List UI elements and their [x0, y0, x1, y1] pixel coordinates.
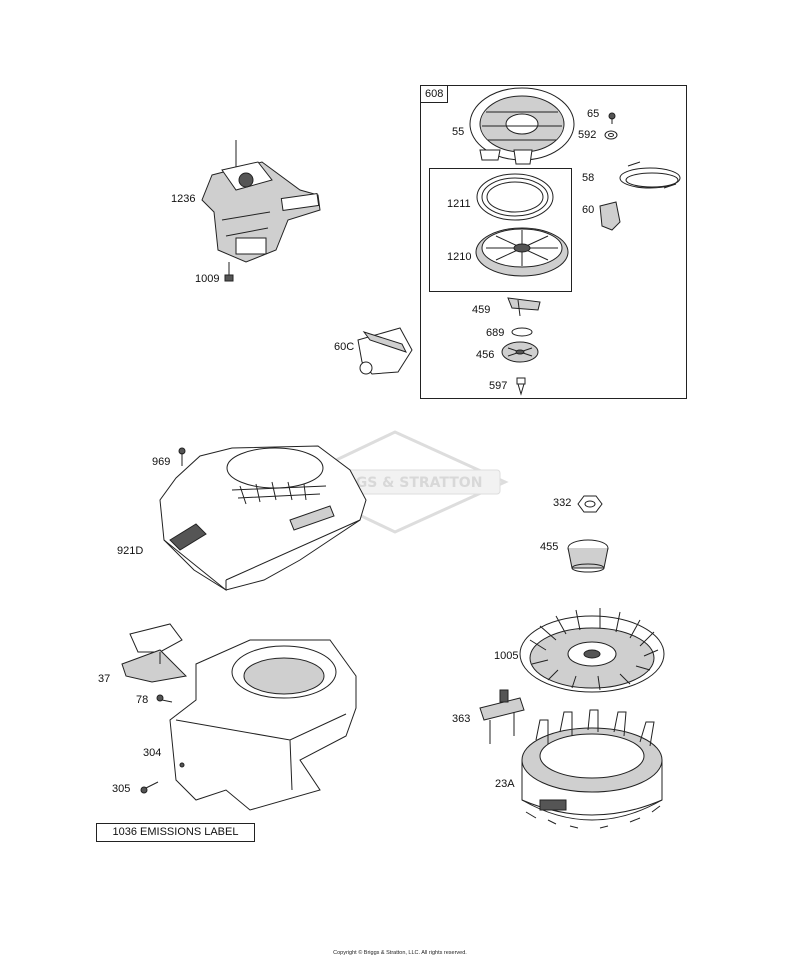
- callout-60: 60: [582, 204, 595, 216]
- callout-1005: 1005: [494, 650, 519, 662]
- part-1210-pulley: [475, 227, 569, 277]
- part-969-screw: [178, 447, 186, 466]
- part-60-handle: [599, 201, 621, 231]
- callout-1009: 1009: [195, 273, 220, 285]
- callout-689: 689: [486, 327, 505, 339]
- callout-78: 78: [136, 694, 149, 706]
- part-592-nut: [604, 130, 618, 140]
- subkit-frame: [429, 168, 572, 292]
- callout-58: 58: [582, 172, 595, 184]
- callout-969: 969: [152, 456, 171, 468]
- callout-60c: 60C: [334, 341, 355, 353]
- part-304-blower-base: [169, 639, 357, 811]
- part-1009-screw: [224, 262, 234, 282]
- part-689-ring: [511, 327, 533, 337]
- callout-55: 55: [452, 126, 465, 138]
- callout-363: 363: [452, 713, 471, 725]
- part-455-cup: [567, 539, 609, 573]
- callout-1236: 1236: [171, 193, 196, 205]
- callout-921d: 921D: [117, 545, 144, 557]
- part-55-starter-housing: [469, 87, 575, 165]
- part-1236-control-bracket: [201, 140, 321, 263]
- part-78-screw: [156, 694, 173, 703]
- callout-459: 459: [472, 304, 491, 316]
- kit-608-frame: [420, 85, 687, 399]
- callout-592: 592: [578, 129, 597, 141]
- part-1005-fan: [519, 608, 665, 693]
- part-37-shield: [121, 623, 188, 683]
- emissions-label-box: 1036 EMISSIONS LABEL: [96, 823, 255, 842]
- part-921d-blower-housing: [159, 445, 367, 592]
- part-597-screw: [516, 377, 526, 396]
- callout-304: 304: [143, 747, 162, 759]
- part-58-rope: [619, 161, 681, 189]
- callout-37: 37: [98, 673, 111, 685]
- callout-456: 456: [476, 349, 495, 361]
- part-456-retainer: [501, 341, 539, 363]
- part-305-screw: [140, 781, 159, 794]
- callout-1210: 1210: [447, 251, 472, 263]
- callout-1211: 1211: [447, 198, 471, 210]
- kit-608-number: 608: [421, 86, 449, 103]
- callout-455: 455: [540, 541, 559, 553]
- part-459-dog: [507, 297, 541, 317]
- part-60c-handle: [357, 327, 413, 375]
- callout-65: 65: [587, 108, 600, 120]
- part-363-armature: [479, 689, 525, 744]
- callout-305: 305: [112, 783, 131, 795]
- part-65-screw: [608, 112, 616, 124]
- part-332-nut: [577, 495, 603, 513]
- part-1211-spring: [476, 173, 554, 221]
- callout-23a: 23A: [495, 778, 515, 790]
- callout-332: 332: [553, 497, 572, 509]
- copyright-notice: Copyright © Briggs & Stratton, LLC. All …: [333, 950, 467, 956]
- callout-597: 597: [489, 380, 508, 392]
- part-23a-flywheel: [521, 709, 663, 829]
